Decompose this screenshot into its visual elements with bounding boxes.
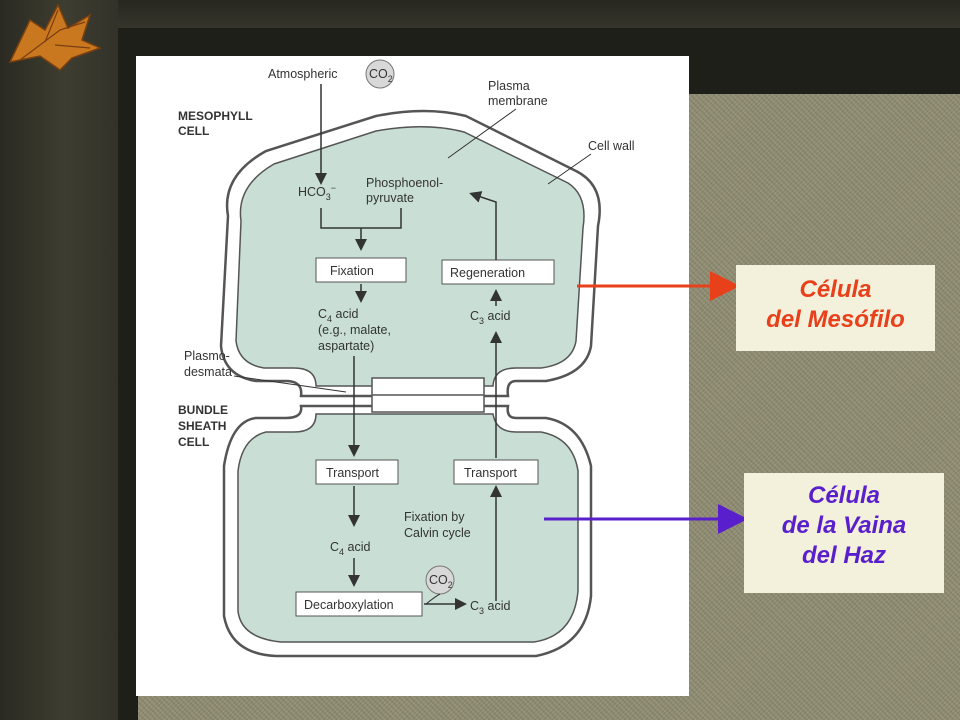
mesophyll-callout-line1: Célula (799, 276, 872, 303)
mesophyll-cytoplasm (235, 126, 585, 387)
c4-eg-label-1: (e.g., malate, (318, 323, 391, 337)
mesophyll-callout-line2: del Mesófilo (766, 306, 905, 333)
mesophyll-label-1: MESOPHYLL (178, 109, 253, 123)
top-decorative-band (118, 0, 960, 28)
plasmodesmata-label-1: Plasmo- (184, 349, 230, 363)
decarboxylation-box: Decarboxylation (304, 598, 394, 612)
cell-wall-label: Cell wall (588, 139, 635, 153)
bundle-callout-line3: del Haz (801, 542, 887, 569)
atmospheric-label: Atmospheric (268, 67, 337, 81)
plasma-label-1: Plasma (488, 79, 530, 93)
autumn-leaf-icon (8, 3, 103, 71)
bundle-label-1: BUNDLE (178, 403, 228, 417)
bundle-label-2: SHEATH (178, 419, 226, 433)
c4-eg-label-2: aspartate) (318, 339, 374, 353)
dark-side-strip (118, 28, 138, 720)
pep-label-2: pyruvate (366, 191, 414, 205)
bundle-callout-line1: Célula (807, 482, 881, 509)
c4-diagram-svg: Atmospheric CO2 Plasma membrane Cell wal… (178, 59, 635, 658)
hco3-label: HCO3− (298, 183, 336, 202)
transport-left-box: Transport (326, 466, 380, 480)
plasma-label-2: membrane (488, 94, 548, 108)
bundle-callout-line2: de la Vaina (781, 512, 907, 539)
left-decorative-band (0, 0, 118, 720)
bundle-label-3: CELL (178, 435, 209, 449)
c4-acid-label: C4 acid (318, 307, 358, 324)
co2-mid-label: CO2 (429, 573, 453, 590)
pep-label-1: Phosphoenol- (366, 176, 443, 190)
c4-pathway-figure: Atmospheric CO2 Plasma membrane Cell wal… (136, 56, 689, 696)
c3-acid-label: C3 acid (470, 309, 510, 326)
bundle-sheath-callout: Célula de la Vaina del Haz (744, 473, 944, 593)
calvin-label-1: Fixation by (404, 510, 465, 524)
co2-top-label: CO2 (369, 67, 393, 84)
mesophyll-label-2: CELL (178, 124, 209, 138)
c3-acid2-label: C3 acid (470, 599, 510, 616)
calvin-label-2: Calvin cycle (404, 526, 471, 540)
fixation-box: Fixation (330, 264, 374, 278)
regeneration-box: Regeneration (450, 266, 525, 280)
mesophyll-callout: Célula del Mesófilo (736, 265, 935, 351)
c4-acid2-label: C4 acid (330, 540, 370, 557)
plasmodesmata-label-2: desmata (184, 365, 232, 379)
transport-right-box: Transport (464, 466, 518, 480)
